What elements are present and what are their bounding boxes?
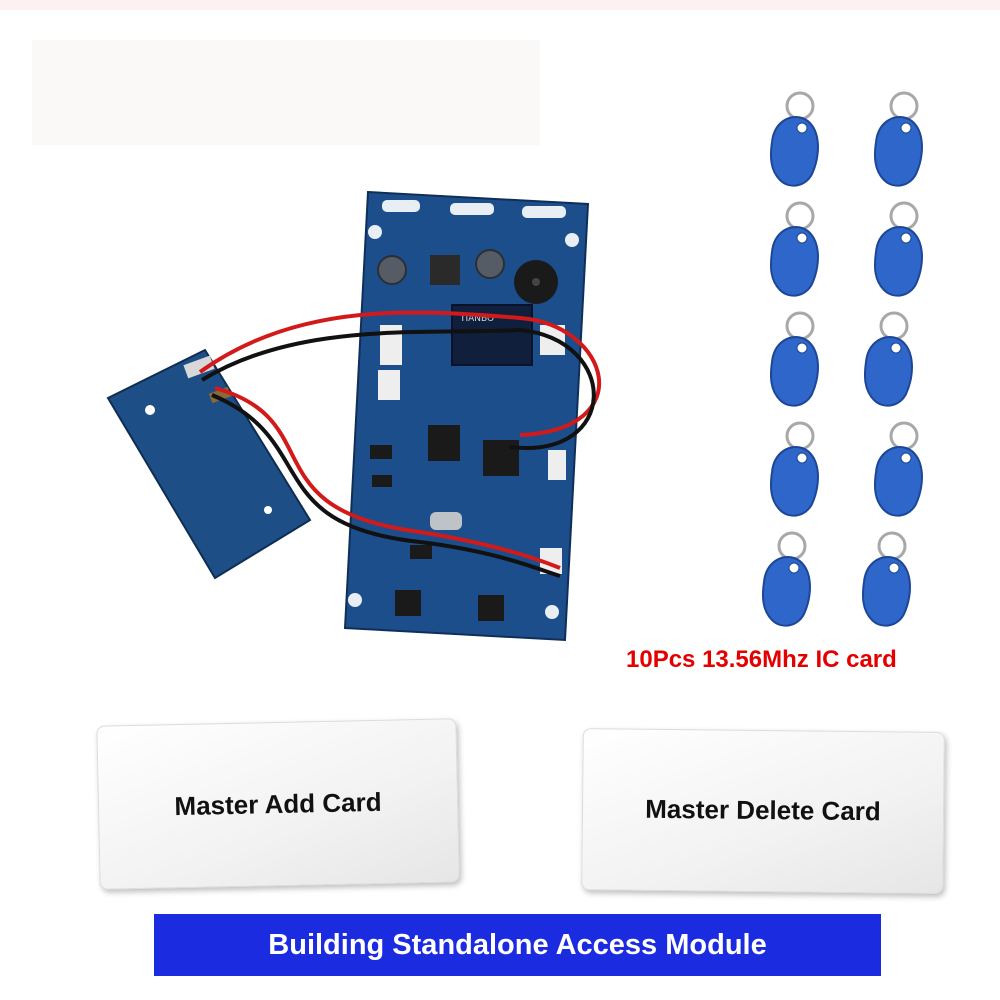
master-add-card-label: Master Add Card — [174, 786, 382, 822]
antenna-card — [106, 348, 312, 580]
master-delete-card: Master Delete Card — [581, 728, 945, 894]
banner-text: Building Standalone Access Module — [268, 929, 767, 961]
top-strip — [0, 0, 1000, 10]
master-add-card: Master Add Card — [96, 718, 460, 890]
key-fobs — [761, 91, 924, 628]
wires — [198, 310, 602, 578]
relay-label: TIANBO — [459, 314, 494, 324]
title-banner: Building Standalone Access Module — [154, 914, 881, 976]
blank-area — [32, 40, 540, 145]
ic-card-caption: 10Pcs 13.56Mhz IC card — [626, 646, 897, 673]
master-delete-card-label: Master Delete Card — [645, 793, 881, 827]
